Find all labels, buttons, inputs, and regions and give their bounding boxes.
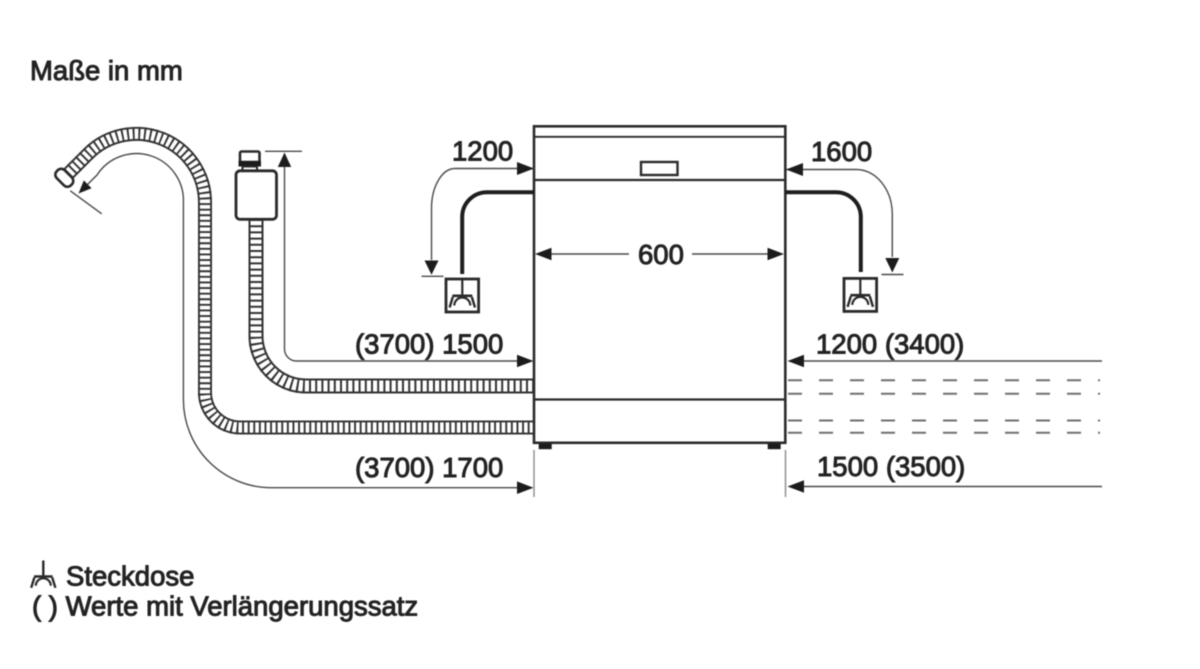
svg-text:1200: 1200 bbox=[452, 136, 513, 167]
svg-text:1600: 1600 bbox=[811, 136, 872, 167]
svg-text:(3700) 1500: (3700) 1500 bbox=[355, 329, 503, 360]
svg-text:1500 (3500): 1500 (3500) bbox=[817, 451, 965, 482]
svg-text:(3700) 1700: (3700) 1700 bbox=[355, 452, 503, 483]
svg-text:Steckdose: Steckdose bbox=[66, 561, 194, 592]
svg-text:( ) Werte mit Verlängerungssat: ( ) Werte mit Verlängerungssatz bbox=[32, 591, 418, 622]
svg-text:Maße in mm: Maße in mm bbox=[30, 55, 183, 86]
svg-text:1200 (3400): 1200 (3400) bbox=[816, 329, 964, 360]
svg-text:600: 600 bbox=[638, 239, 684, 270]
